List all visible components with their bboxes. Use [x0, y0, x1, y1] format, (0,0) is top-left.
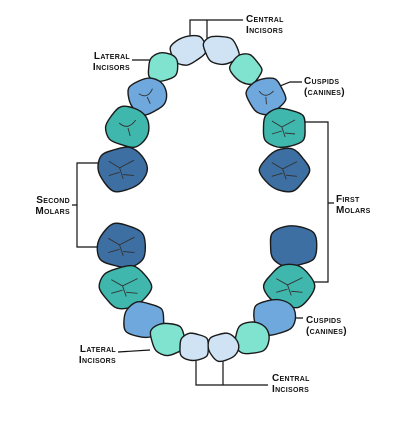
lower-right-cuspid	[149, 322, 187, 357]
tooth-crown	[258, 147, 311, 193]
label-line: (canines)	[304, 87, 345, 98]
teeth-group	[96, 34, 318, 363]
label-line: Incisors	[246, 25, 284, 36]
lower-left-lateral-incisor	[207, 332, 240, 363]
label-line: Central	[272, 373, 310, 384]
tooth-crown	[147, 51, 179, 83]
leader-lines	[72, 19, 334, 386]
label-line: Central	[246, 14, 284, 25]
label-first-molars: First Molars	[336, 194, 371, 216]
lower-left-second-molar	[262, 263, 316, 309]
label-line: Lateral	[79, 344, 116, 355]
tooth-crown	[202, 35, 241, 66]
tooth-groove	[258, 90, 274, 105]
tooth-crown	[149, 322, 187, 357]
tooth-crown	[262, 107, 306, 149]
label-top-cuspids: Cuspids (canines)	[304, 76, 345, 98]
tooth-crown	[127, 77, 168, 116]
label-line: Molars	[336, 205, 371, 216]
tooth-groove	[118, 119, 137, 137]
upper-right-lateral-incisor	[147, 51, 179, 83]
label-bottom-central-incisors: Central Incisors	[272, 373, 310, 395]
tooth-crown	[179, 332, 209, 362]
label-line: Molars	[35, 206, 70, 217]
label-line: Cuspids	[304, 76, 340, 87]
lower-right-lateral-incisor	[179, 332, 209, 362]
upper-left-first-premolar	[262, 107, 306, 149]
upper-left-first-molar	[258, 147, 311, 193]
label-top-lateral-incisors: Lateral Incisors	[60, 51, 130, 73]
label-bottom-lateral-incisors: Lateral Incisors	[46, 344, 116, 366]
leader-bottom-central	[195, 360, 268, 386]
tooth-groove	[111, 278, 138, 297]
upper-right-first-premolar	[104, 105, 150, 149]
label-bottom-cuspids: Cuspids (canines)	[306, 315, 347, 337]
lower-left-first-molar	[269, 225, 318, 268]
label-second-molars: Second Molars	[4, 195, 70, 217]
tooth-crown	[104, 105, 150, 149]
upper-right-cuspid	[127, 77, 168, 116]
tooth-groove	[108, 159, 135, 180]
upper-left-lateral-incisor	[228, 53, 263, 86]
lower-right-first-molar	[96, 222, 147, 269]
tooth-groove	[271, 119, 296, 138]
tooth-crown	[269, 225, 318, 268]
leader-bottom-lateral	[117, 349, 151, 353]
upper-left-central-incisor	[202, 35, 241, 66]
tooth-groove	[271, 161, 298, 180]
label-line: Cuspids	[306, 315, 342, 326]
label-line: (canines)	[306, 326, 347, 337]
leader-top-central	[189, 19, 243, 40]
label-line: Incisors	[272, 384, 310, 395]
label-line: First	[336, 194, 360, 205]
tooth-crown	[228, 53, 263, 86]
tooth-groove	[276, 277, 303, 296]
label-line: Lateral	[93, 51, 130, 62]
tooth-crown	[207, 332, 240, 363]
label-line: Second	[36, 195, 70, 206]
leader-second-molars	[72, 162, 100, 248]
tooth-crown	[97, 146, 149, 193]
tooth-groove	[108, 236, 135, 257]
tooth-groove	[138, 88, 153, 104]
label-top-central-incisors: Central Incisors	[246, 14, 284, 36]
tooth-crown	[96, 222, 147, 269]
label-line: Incisors	[92, 62, 130, 73]
upper-right-first-molar	[97, 146, 149, 193]
tooth-crown	[262, 263, 316, 309]
label-line: Incisors	[78, 355, 116, 366]
